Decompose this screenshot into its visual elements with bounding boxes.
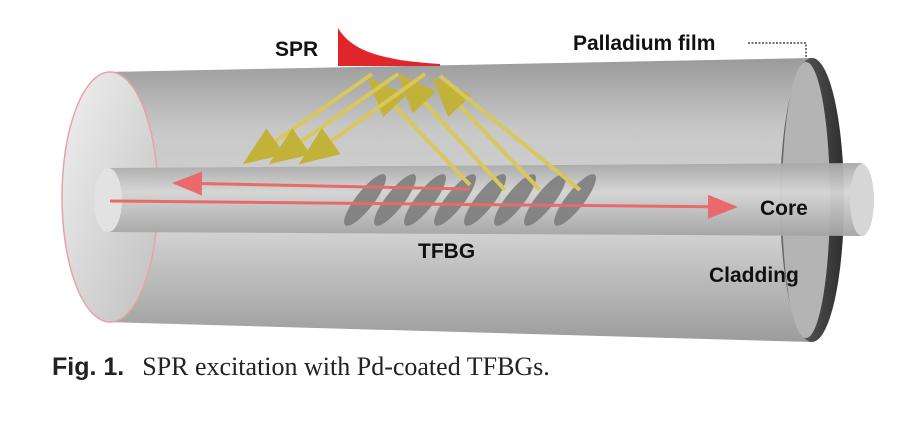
spr-label: SPR <box>275 38 318 61</box>
ray-up <box>367 77 472 187</box>
grating-plane <box>494 174 536 226</box>
forward-light-arrow <box>109 194 738 219</box>
grating-plane <box>464 174 506 226</box>
caption-text: SPR excitation with Pd-coated TFBGs. <box>142 352 550 381</box>
ray-down <box>298 72 427 165</box>
ray-down <box>242 72 374 165</box>
core-label: Core <box>760 197 808 220</box>
spr-field-profile <box>338 28 440 66</box>
ray-up <box>432 77 542 192</box>
cladding-label: Cladding <box>709 264 799 287</box>
grating-plane <box>554 174 596 226</box>
palladium-film-leader <box>748 42 807 58</box>
palladium-film-label: Palladium film <box>573 32 715 55</box>
figure-number: Fig. 1. <box>52 353 125 381</box>
cladding-mode-rays <box>242 72 582 192</box>
grating-plane <box>524 174 566 226</box>
core-face <box>94 168 122 232</box>
ray-down <box>268 72 400 165</box>
backward-light-arrow <box>172 171 471 196</box>
core-end <box>850 164 874 236</box>
ray-up <box>397 73 507 192</box>
figure-caption: Fig. 1. SPR excitation with Pd-coated TFB… <box>52 352 550 392</box>
ray-up <box>438 74 582 192</box>
grating-plane <box>434 174 476 226</box>
tfbg-label: TFBG <box>418 240 475 263</box>
